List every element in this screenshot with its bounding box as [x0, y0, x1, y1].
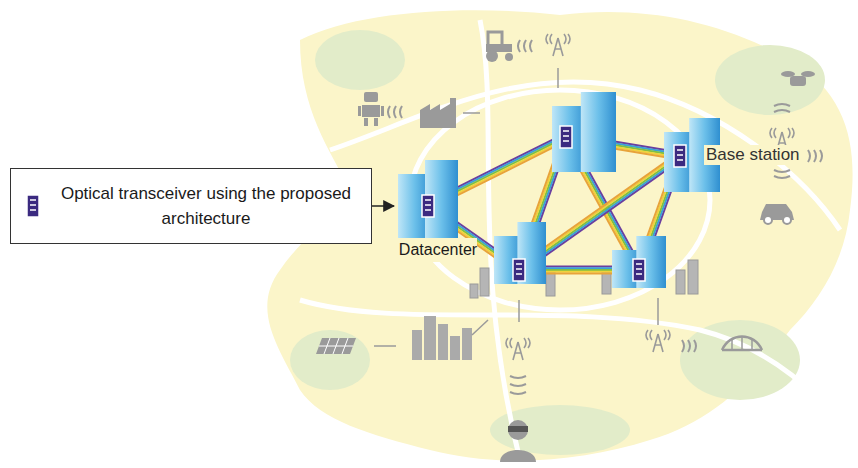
signal-waves — [388, 106, 402, 118]
datacenter-icon — [398, 160, 458, 238]
bridge-icon — [722, 336, 762, 350]
transceiver-icon — [633, 259, 645, 281]
link-line — [518, 300, 520, 322]
car-icon — [760, 204, 794, 224]
buildings-icon — [412, 316, 472, 360]
datacenter-icon — [552, 92, 616, 172]
link-line — [374, 345, 396, 347]
transceiver-icon — [23, 191, 43, 221]
robot-icon — [358, 92, 384, 126]
device-icons — [316, 32, 822, 462]
transceiver-icon — [674, 145, 686, 167]
factory-icon — [420, 98, 456, 128]
tractor-icon — [486, 32, 513, 62]
antenna-icon — [518, 34, 570, 56]
datacenter-buildings — [398, 92, 720, 288]
datacenter-node: Datacenter — [386, 158, 490, 262]
drone-icon — [781, 71, 815, 86]
antenna-icon — [646, 330, 696, 352]
callout-text: Optical transceiver using the proposed a… — [21, 181, 361, 232]
person-icon — [500, 420, 536, 462]
solar-panel-icon — [316, 338, 356, 354]
datacenter-icon — [612, 236, 666, 288]
callout-box: Optical transceiver using the proposed a… — [10, 168, 372, 244]
transceiver-icon — [513, 259, 525, 281]
node-label: Datacenter — [399, 238, 477, 262]
callout-arrow — [372, 205, 394, 207]
antenna-icon — [506, 338, 530, 394]
link-line — [472, 320, 488, 335]
antenna-icon — [770, 104, 822, 178]
link-line — [463, 112, 480, 114]
transceiver-icon — [27, 195, 39, 217]
transceiver-icon — [560, 126, 572, 148]
link-line — [657, 298, 659, 325]
site-label: Base station — [704, 145, 802, 165]
transceiver-icon — [422, 195, 434, 217]
roads — [300, 20, 840, 460]
datacenter-icon — [494, 222, 546, 284]
link-line — [557, 68, 559, 88]
